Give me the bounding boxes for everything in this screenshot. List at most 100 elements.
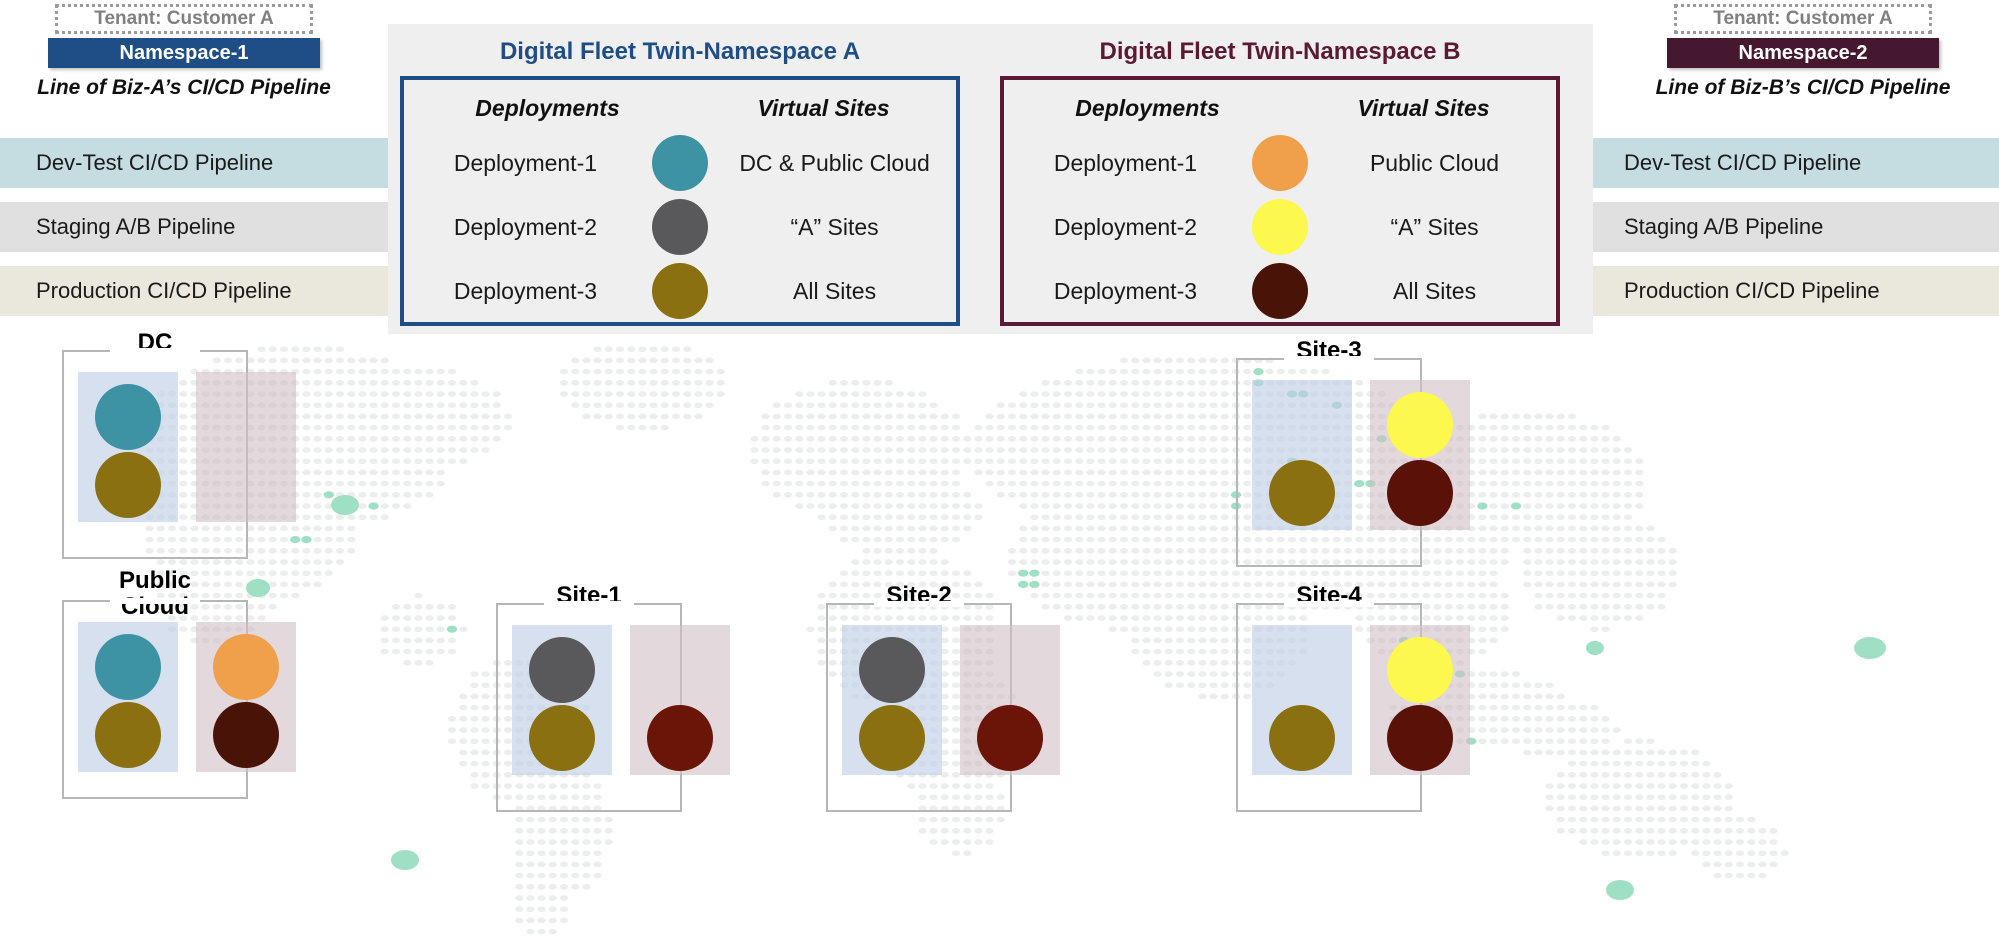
- namespace-b-panel: [196, 372, 296, 522]
- namespace-b-header-row: Deployments Virtual Sites: [1004, 80, 1556, 136]
- namespace-b-panel: [1370, 380, 1470, 530]
- namespace-b-deployment-3: Deployment-3: [1053, 277, 1198, 304]
- namespace-b-panel: [196, 622, 296, 772]
- namespace-a-panel: [78, 372, 178, 522]
- site-frame-notch: [544, 601, 634, 607]
- deployment-color-dot: [1269, 460, 1335, 526]
- namespace-a-header-virtual-sites: Virtual Sites: [757, 94, 890, 121]
- namespace-a-virtual-site-2: “A” Sites: [790, 213, 879, 240]
- site-title-line: Cloud: [121, 593, 189, 620]
- deployment-color-dot: [1269, 705, 1335, 771]
- namespace-a-deployment-2: Deployment-2: [453, 213, 598, 240]
- deployment-color-dot: [651, 263, 708, 319]
- namespace-b-table: Deployments Virtual Sites Deployment-1 P…: [1000, 76, 1560, 326]
- namespace-a-panel: [1252, 625, 1352, 775]
- site-frame-notch: [110, 348, 200, 354]
- pipeline-left-production[interactable]: Production CI/CD Pipeline: [36, 278, 292, 303]
- deployment-color-dot: [1387, 705, 1453, 771]
- namespace-a-title: Digital Fleet Twin-Namespace A: [499, 38, 861, 65]
- site-title-line: Public: [118, 567, 191, 594]
- site-frame-notch: [110, 598, 200, 604]
- deployment-color-dot: [95, 634, 161, 700]
- table-row[interactable]: Deployment-3 All Sites: [1004, 263, 1556, 319]
- site-frame-notch: [1284, 356, 1374, 362]
- namespace-a-header-row: Deployments Virtual Sites: [404, 80, 956, 136]
- site-deployment-panels: [512, 625, 730, 775]
- site-box-site-4[interactable]: Site-4: [1236, 583, 1470, 828]
- namespace-a-panel: [1252, 380, 1352, 530]
- namespace-b-deployment-1: Deployment-1: [1053, 149, 1198, 176]
- lob-title-left: Line of Biz-A’s CI/CD Pipeline: [37, 76, 331, 99]
- table-row[interactable]: Deployment-2 “A” Sites: [404, 199, 956, 255]
- deployment-color-dot: [1251, 263, 1308, 319]
- namespace-a-dot-cell-1: [647, 135, 713, 191]
- deployment-color-dot: [1387, 392, 1453, 458]
- deployment-color-dot: [977, 705, 1043, 771]
- site-frame-notch: [874, 601, 964, 607]
- site-box-dc[interactable]: DC: [62, 330, 296, 575]
- table-row[interactable]: Deployment-2 “A” Sites: [1004, 199, 1556, 255]
- pipeline-right-dev-test[interactable]: Dev-Test CI/CD Pipeline: [1624, 150, 1862, 175]
- table-row[interactable]: Deployment-3 All Sites: [404, 263, 956, 319]
- site-deployment-panels: [1252, 380, 1470, 530]
- deployment-color-dot: [529, 637, 595, 703]
- namespace-b-dot-cell-2: [1247, 199, 1313, 255]
- namespace-b-dot-cell-3: [1247, 263, 1313, 319]
- deployment-color-dot: [651, 135, 708, 191]
- namespace-b-header-virtual-sites: Virtual Sites: [1357, 94, 1490, 121]
- deployment-color-dot: [1387, 460, 1453, 526]
- tenant-badge-right: Tenant: Customer A: [1674, 4, 1932, 34]
- namespace-a-virtual-site-1: DC & Public Cloud: [739, 149, 930, 176]
- deployment-color-dot: [95, 384, 161, 450]
- namespace-a-deployment-3: Deployment-3: [453, 277, 598, 304]
- site-deployment-panels: [78, 372, 296, 522]
- tenant-badge-left: Tenant: Customer A: [55, 4, 313, 34]
- namespace-b-deployment-2: Deployment-2: [1053, 213, 1198, 240]
- deployment-color-dot: [1387, 637, 1453, 703]
- namespace-b-panel: [1370, 625, 1470, 775]
- namespace-a-panel: [78, 622, 178, 772]
- deployment-color-dot: [859, 705, 925, 771]
- deployment-color-dot: [213, 702, 279, 768]
- site-deployment-panels: [78, 622, 296, 772]
- namespace-b-title: Digital Fleet Twin-Namespace B: [1099, 38, 1461, 65]
- table-row[interactable]: Deployment-1 Public Cloud: [1004, 135, 1556, 191]
- pipeline-left-staging[interactable]: Staging A/B Pipeline: [36, 214, 236, 239]
- table-row[interactable]: Deployment-1 DC & Public Cloud: [404, 135, 956, 191]
- namespace-a-table: Deployments Virtual Sites Deployment-1 D…: [400, 76, 960, 326]
- site-frame-notch: [1284, 601, 1374, 607]
- fleet-twin-panel: [388, 24, 1593, 334]
- deployment-color-dot: [859, 637, 925, 703]
- namespace-b-dot-cell-1: [1247, 135, 1313, 191]
- pipeline-right-staging[interactable]: Staging A/B Pipeline: [1624, 214, 1824, 239]
- lob-title-right: Line of Biz-B’s CI/CD Pipeline: [1655, 76, 1951, 99]
- namespace-b-panel: [630, 625, 730, 775]
- deployment-color-dot: [529, 705, 595, 771]
- pipeline-left-dev-test[interactable]: Dev-Test CI/CD Pipeline: [36, 150, 274, 175]
- site-box-site-3[interactable]: Site-3: [1236, 338, 1470, 583]
- site-deployment-panels: [842, 625, 1060, 775]
- namespace-badge-2[interactable]: Namespace-2: [1667, 38, 1939, 68]
- pipeline-right-production[interactable]: Production CI/CD Pipeline: [1624, 278, 1880, 303]
- namespace-b-panel: [960, 625, 1060, 775]
- site-box-site-1[interactable]: Site-1: [496, 583, 730, 828]
- namespace-a-panel: [512, 625, 612, 775]
- namespace-b-virtual-site-1: Public Cloud: [1369, 149, 1500, 176]
- deployment-color-dot: [213, 634, 279, 700]
- namespace-b-virtual-site-3: All Sites: [1393, 277, 1477, 304]
- site-deployment-panels: [1252, 625, 1470, 775]
- namespace-a-header-deployments: Deployments: [475, 94, 620, 121]
- deployment-color-dot: [95, 702, 161, 768]
- deployment-color-dot: [1251, 199, 1308, 255]
- deployment-color-dot: [651, 199, 708, 255]
- namespace-badge-1[interactable]: Namespace-1: [48, 38, 320, 68]
- namespace-b-header-deployments: Deployments: [1075, 94, 1220, 121]
- deployment-color-dot: [647, 705, 713, 771]
- site-box-site-2[interactable]: Site-2: [826, 583, 1060, 828]
- deployment-color-dot: [95, 452, 161, 518]
- namespace-b-virtual-site-2: “A” Sites: [1390, 213, 1479, 240]
- namespace-a-dot-cell-3: [647, 263, 713, 319]
